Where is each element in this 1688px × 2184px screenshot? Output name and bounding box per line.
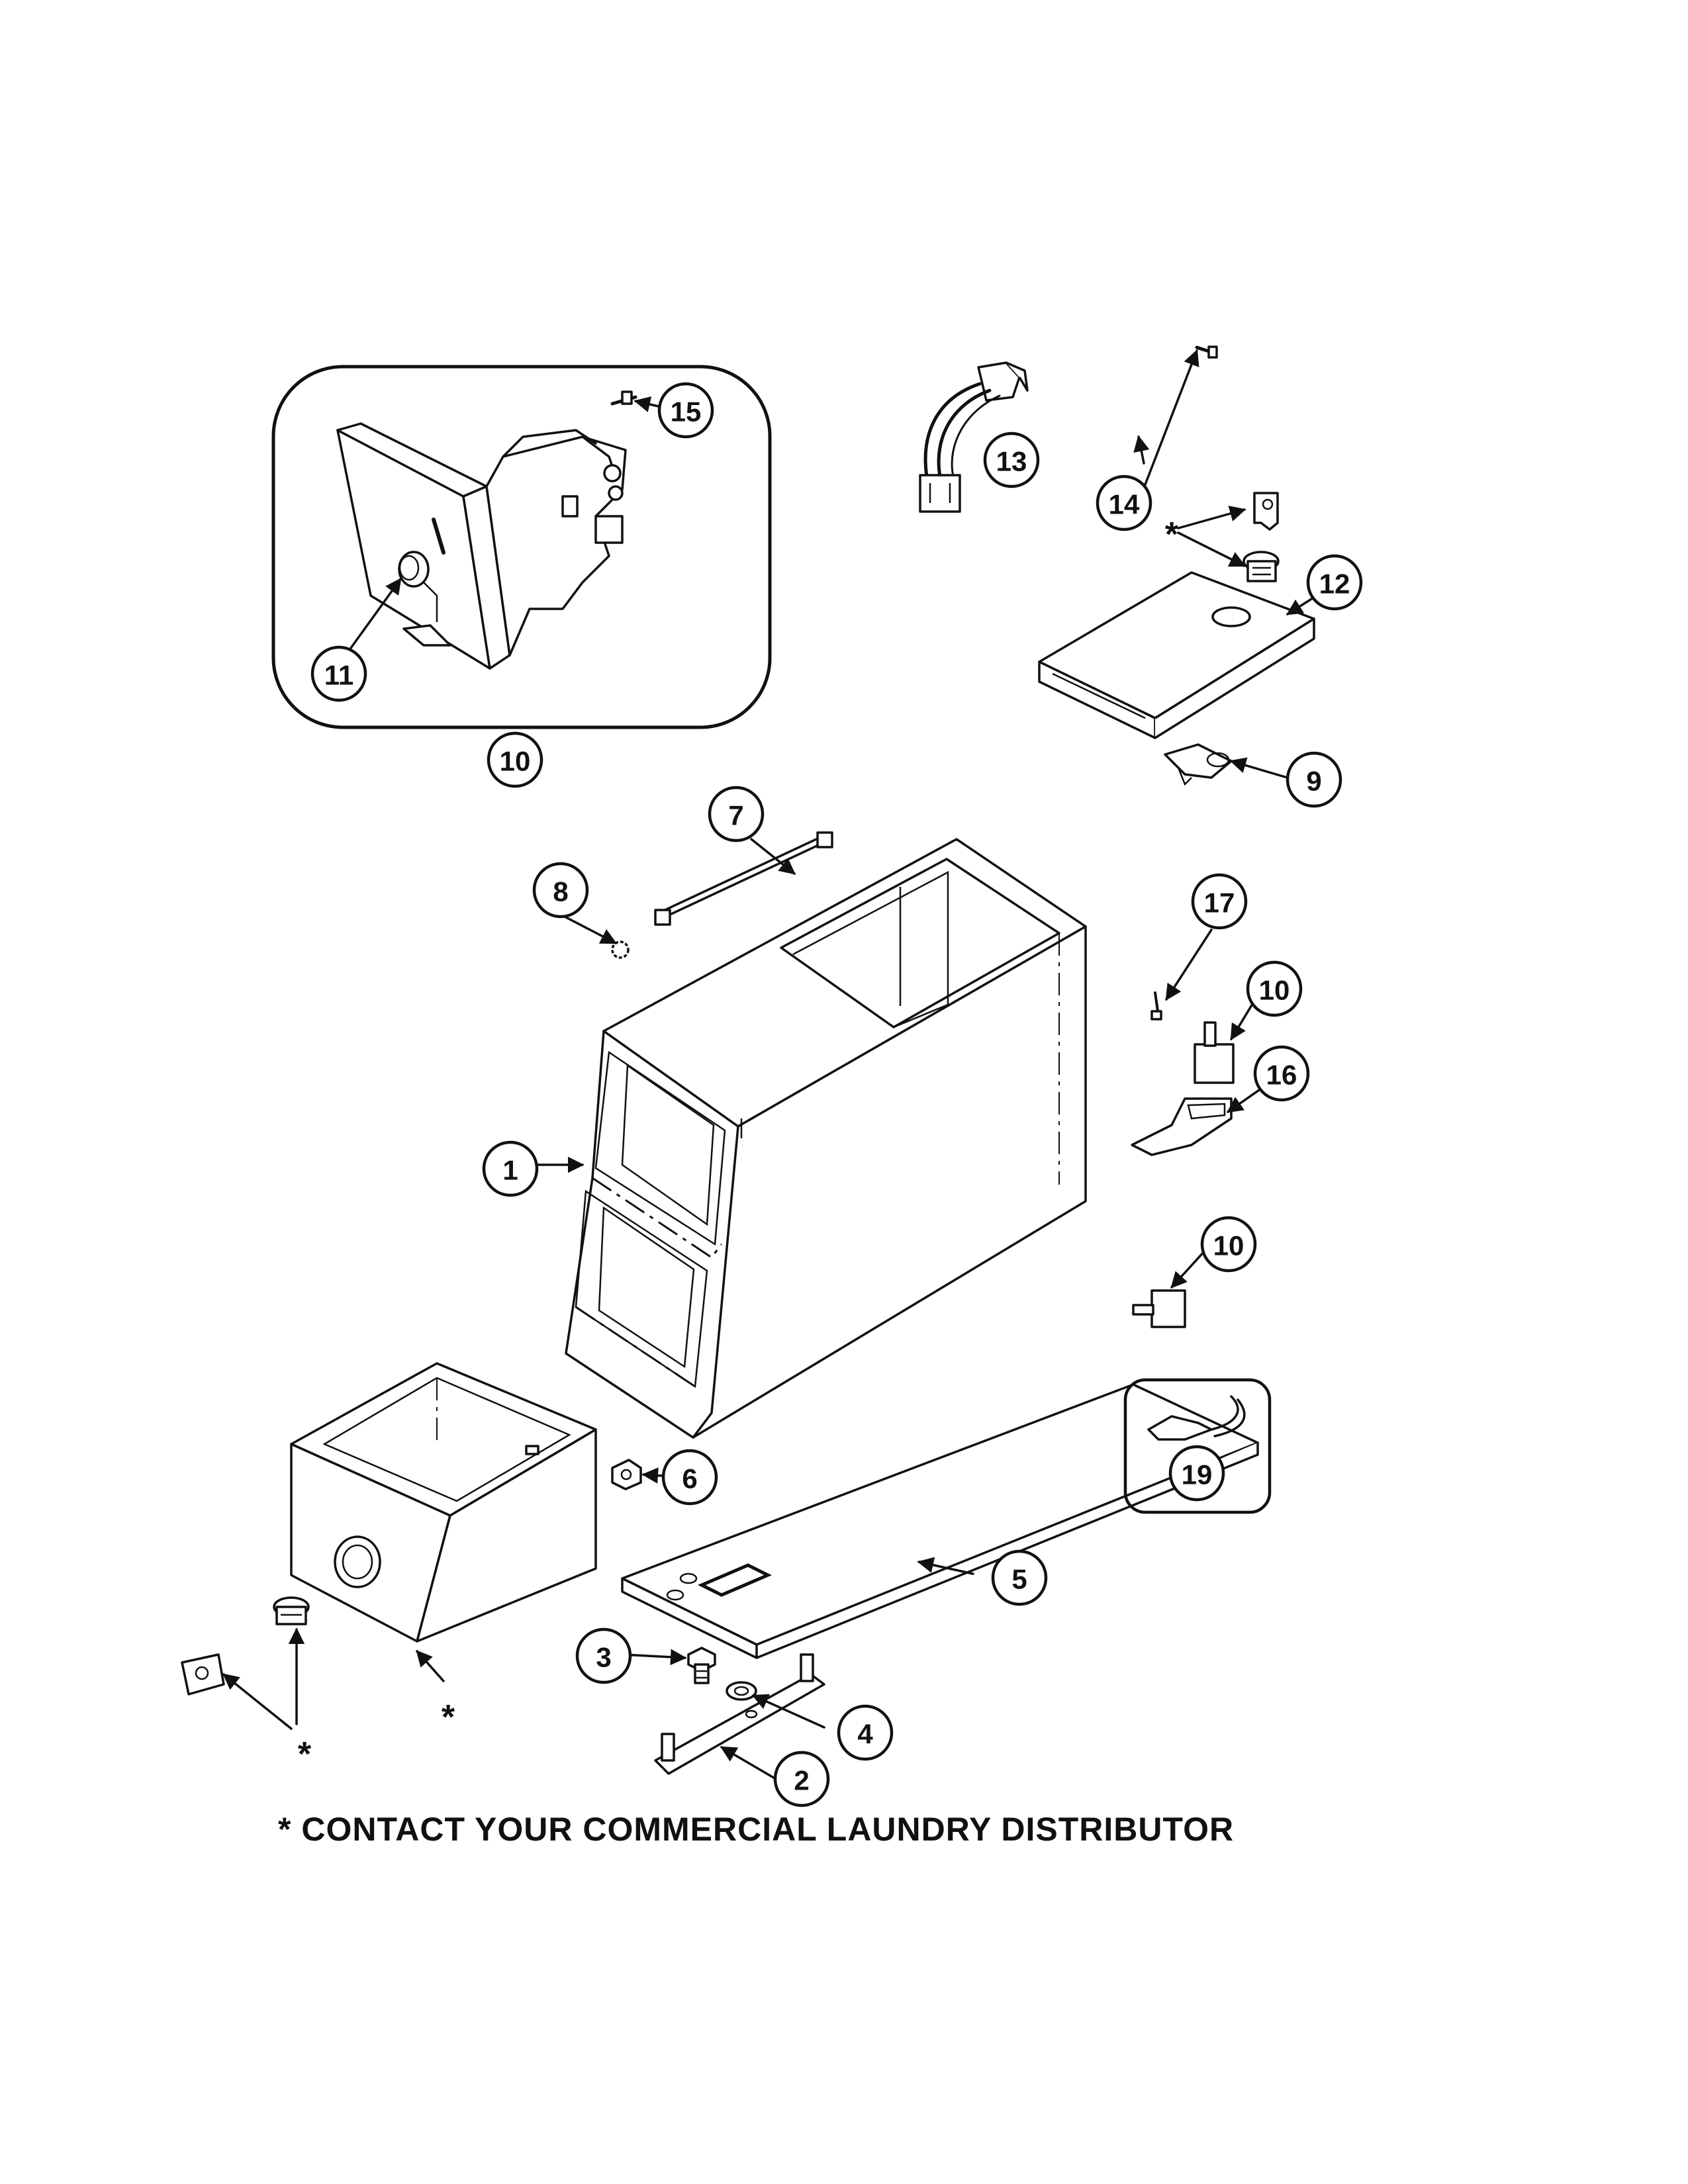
switch-inset — [1123, 1378, 1272, 1514]
callout-9: 9 — [1286, 751, 1342, 808]
star-washer — [611, 940, 630, 959]
lock-parts-lower — [181, 1596, 310, 1696]
bolt — [687, 1647, 716, 1684]
svg-text:5: 5 — [1011, 1564, 1027, 1595]
svg-text:13: 13 — [996, 446, 1027, 477]
lock-clip — [1164, 743, 1233, 786]
callout-4: 4 — [837, 1704, 894, 1761]
svg-text:15: 15 — [671, 396, 702, 428]
switch-upper — [1150, 991, 1235, 1084]
callout-10-lower: 10 — [1200, 1216, 1257, 1273]
wire-harness — [919, 361, 1029, 513]
callout-11: 10 — [487, 731, 543, 788]
svg-text:17: 17 — [1204, 887, 1235, 919]
svg-text:1: 1 — [502, 1155, 518, 1186]
svg-text:11: 11 — [324, 660, 353, 691]
asterisk-upper: * — [1165, 516, 1179, 554]
svg-text:4: 4 — [857, 1719, 873, 1750]
callout-3: 3 — [575, 1627, 632, 1684]
coin-drawer — [290, 1362, 597, 1643]
svg-text:10: 10 — [1213, 1230, 1244, 1261]
callout-14: 13 — [983, 432, 1040, 488]
svg-text:2: 2 — [794, 1765, 809, 1796]
screw-15 — [1195, 345, 1218, 359]
callout-5: 5 — [991, 1549, 1048, 1606]
coin-acceptor-inset — [271, 365, 772, 729]
lock-parts-upper — [1243, 492, 1280, 582]
svg-text:16: 16 — [1266, 1060, 1297, 1091]
svg-text:6: 6 — [682, 1463, 697, 1494]
asterisk-drawer: * — [442, 1698, 455, 1737]
callout-12: 11 — [310, 645, 367, 702]
callout-7: 7 — [708, 786, 765, 842]
callout-8: 8 — [532, 862, 589, 919]
leader-lines — [222, 349, 1331, 1780]
callout-18: 17 — [1191, 873, 1248, 930]
svg-text:14: 14 — [1109, 489, 1140, 520]
callout-13: 12 — [1306, 554, 1363, 611]
bracket — [654, 1653, 825, 1775]
footnote: * CONTACT YOUR COMMERCIAL LAUNDRY DISTRI… — [278, 1811, 1235, 1848]
svg-text:10: 10 — [1259, 975, 1290, 1006]
callout-19: 19 — [1168, 1445, 1225, 1502]
switch-lower — [1132, 1289, 1186, 1328]
switch-bracket — [1131, 1097, 1233, 1156]
coin-box-lid — [1038, 571, 1315, 739]
hinge-rod — [654, 831, 833, 926]
base-plate — [621, 1383, 1259, 1659]
svg-text:12: 12 — [1319, 569, 1350, 600]
callout-16: 15 — [657, 382, 714, 439]
callout-17: 16 — [1253, 1045, 1310, 1102]
svg-text:7: 7 — [728, 800, 743, 831]
svg-text:9: 9 — [1306, 766, 1321, 797]
asterisk-lock: * — [298, 1735, 312, 1774]
callout-1: 1 — [482, 1140, 539, 1197]
callout-10-upper: 10 — [1246, 960, 1303, 1017]
callout-6: 6 — [661, 1449, 718, 1506]
callout-2: 2 — [773, 1751, 830, 1807]
svg-text:8: 8 — [553, 876, 568, 907]
svg-text:3: 3 — [596, 1642, 611, 1673]
cabinet — [565, 838, 1087, 1439]
callout-15: 14 — [1096, 475, 1152, 531]
hex-nut — [611, 1459, 642, 1490]
svg-text:19: 19 — [1182, 1459, 1213, 1490]
svg-text:10: 10 — [500, 746, 531, 777]
